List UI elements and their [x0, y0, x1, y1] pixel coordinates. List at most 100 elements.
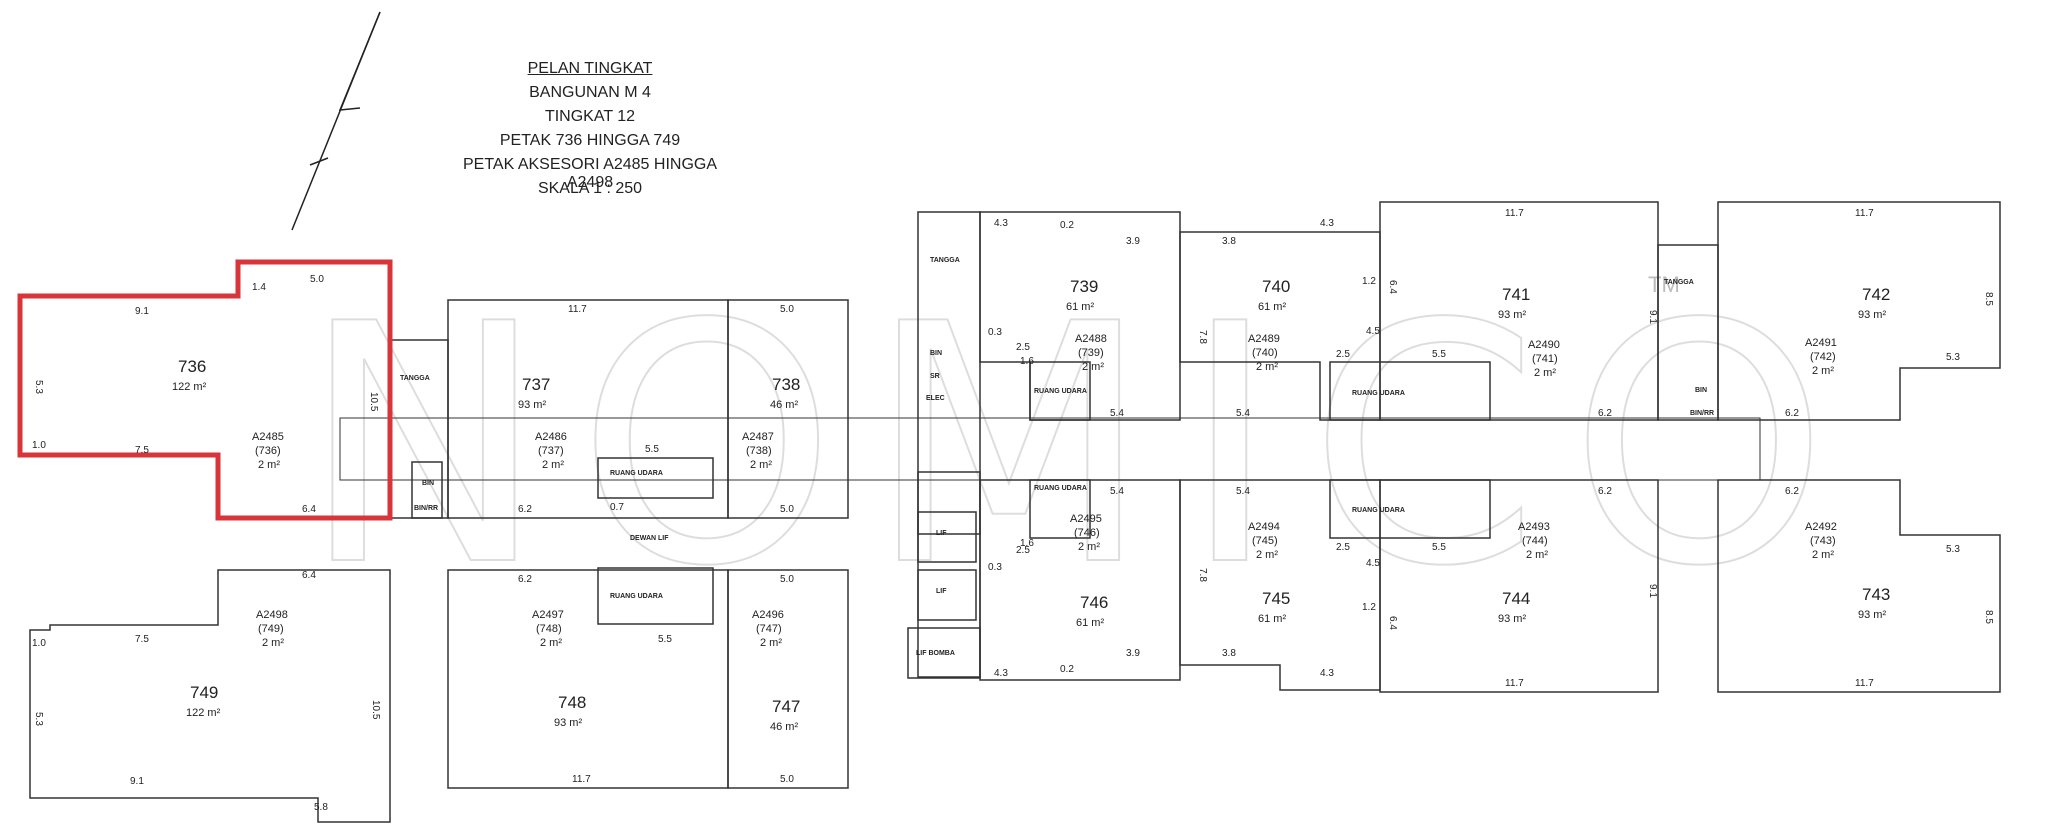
dim: 5.0 [780, 304, 794, 315]
dim: 11.7 [572, 774, 591, 785]
dim: 0.2 [1060, 664, 1074, 675]
dim: 5.0 [780, 774, 794, 785]
acc-741-area: 2 m² [1534, 367, 1556, 379]
acc-743-code: A2492 [1805, 521, 1837, 533]
dim: 1.0 [32, 440, 46, 451]
acc-746-code: A2495 [1070, 513, 1102, 525]
stair-left-label: TANGGA [400, 375, 430, 382]
acc-740-area: 2 m² [1256, 361, 1278, 373]
acc-747-code: A2496 [752, 609, 784, 621]
sr-label: SR [930, 373, 940, 380]
watermark: NOMICO [300, 254, 1859, 638]
dim: 5.8 [314, 802, 328, 813]
lot-738-outline [727, 299, 849, 519]
acc-739-lot: (739) [1078, 347, 1104, 359]
lot-736-number: 736 [178, 357, 206, 376]
dim: 1.2 [1362, 602, 1376, 613]
fire-lift-label: LIF BOMBA [916, 650, 955, 657]
dim: 2.5 [1336, 349, 1350, 360]
acc-737-area: 2 m² [542, 459, 564, 471]
air-space-1 [597, 457, 714, 499]
lot-744-number: 744 [1502, 589, 1530, 608]
dim: 4.3 [994, 668, 1008, 679]
air-space-1-label: RUANG UDARA [610, 470, 663, 477]
elec-label: ELEC [926, 395, 945, 402]
lot-742-outline [1717, 201, 2001, 421]
bin-right-label: BIN [1695, 387, 1707, 394]
acc-739-area: 2 m² [1082, 361, 1104, 373]
stair-middle-label: TANGGA [930, 257, 960, 264]
dim: 4.3 [1320, 218, 1334, 229]
acc-748-area: 2 m² [540, 637, 562, 649]
dim: 10.5 [370, 700, 381, 720]
lot-744-outline [1379, 479, 1659, 693]
lot-743-number: 743 [1862, 585, 1890, 604]
dim: 7.8 [1197, 568, 1208, 582]
acc-742-area: 2 m² [1812, 365, 1834, 377]
dim: 5.3 [33, 380, 44, 394]
acc-741-lot: (741) [1532, 353, 1558, 365]
dim: 0.2 [1060, 220, 1074, 231]
dim: 4.5 [1366, 558, 1380, 569]
dim: 4.5 [1366, 326, 1380, 337]
bin-rr-right-label: BIN/RR [1690, 410, 1714, 417]
lot-747-outline [727, 569, 849, 789]
dim: 5.3 [33, 712, 44, 726]
dim: 9.1 [130, 776, 144, 787]
lot-748-area: 93 m² [554, 717, 582, 729]
acc-738-lot: (738) [746, 445, 772, 457]
service-labels: RUANG UDARA RUANG UDARA RUANG UDARA RUAN… [400, 257, 1714, 657]
acc-738-code: A2487 [742, 431, 774, 443]
lot-736-area: 122 m² [172, 381, 207, 393]
air-space-4 [1329, 479, 1491, 539]
acc-748-code: A2497 [532, 609, 564, 621]
lot-743-area: 93 m² [1858, 609, 1886, 621]
dim: 1.0 [32, 638, 46, 649]
acc-743-lot: (743) [1810, 535, 1836, 547]
acc-736-lot: (736) [255, 445, 281, 457]
dim: 5.4 [1110, 486, 1124, 497]
acc-749-area: 2 m² [262, 637, 284, 649]
floor-level: TINGKAT 12 [544, 108, 636, 125]
lift-2-label: LIF [936, 588, 947, 595]
dim: 7.8 [1197, 330, 1208, 344]
dim: 6.4 [1387, 616, 1398, 630]
dim: 6.2 [518, 574, 532, 585]
acc-741-code: A2490 [1528, 339, 1560, 351]
dim: 5.0 [780, 504, 794, 515]
dim: 6.2 [1598, 408, 1612, 419]
dim: 5.3 [1946, 352, 1960, 363]
dim: 1.6 [1020, 356, 1034, 367]
lot-748-number: 748 [558, 693, 586, 712]
dim: 5.5 [1432, 542, 1446, 553]
acc-746-lot: (746) [1074, 527, 1100, 539]
air-space-4-label: RUANG UDARA [1352, 507, 1405, 514]
acc-745-lot: (745) [1252, 535, 1278, 547]
acc-749-lot: (749) [258, 623, 284, 635]
lot-743-outline [1717, 479, 2001, 693]
dim: 0.3 [988, 562, 1002, 573]
bin-middle-label: BIN [930, 350, 942, 357]
stair-right-label: TANGGA [1664, 279, 1694, 286]
dim: 6.2 [1785, 408, 1799, 419]
acc-746-area: 2 m² [1078, 541, 1100, 553]
acc-744-code: A2493 [1518, 521, 1550, 533]
lift-lobby-label: DEWAN LIF [630, 535, 669, 542]
air-space-5 [1029, 361, 1091, 421]
dim: 5.4 [1110, 408, 1124, 419]
lot-742-number: 742 [1862, 285, 1890, 304]
lot-749-outline [29, 569, 391, 823]
acc-747-lot: (747) [756, 623, 782, 635]
lot-746-area: 61 m² [1076, 617, 1104, 629]
acc-740-code: A2489 [1248, 333, 1280, 345]
air-space-6 [1029, 479, 1091, 539]
dimension-labels: 9.1 5.0 1.4 1.0 7.5 6.4 11.7 5.0 6.2 5.5… [32, 208, 1994, 813]
dim: 6.2 [518, 504, 532, 515]
air-space-2 [597, 567, 714, 625]
bin-rr-left-label: BIN/RR [414, 505, 438, 512]
dim: 8.5 [1983, 610, 1994, 624]
dim: 9.1 [135, 306, 149, 317]
dim: 3.9 [1126, 648, 1140, 659]
dim: 8.5 [1983, 292, 1994, 306]
